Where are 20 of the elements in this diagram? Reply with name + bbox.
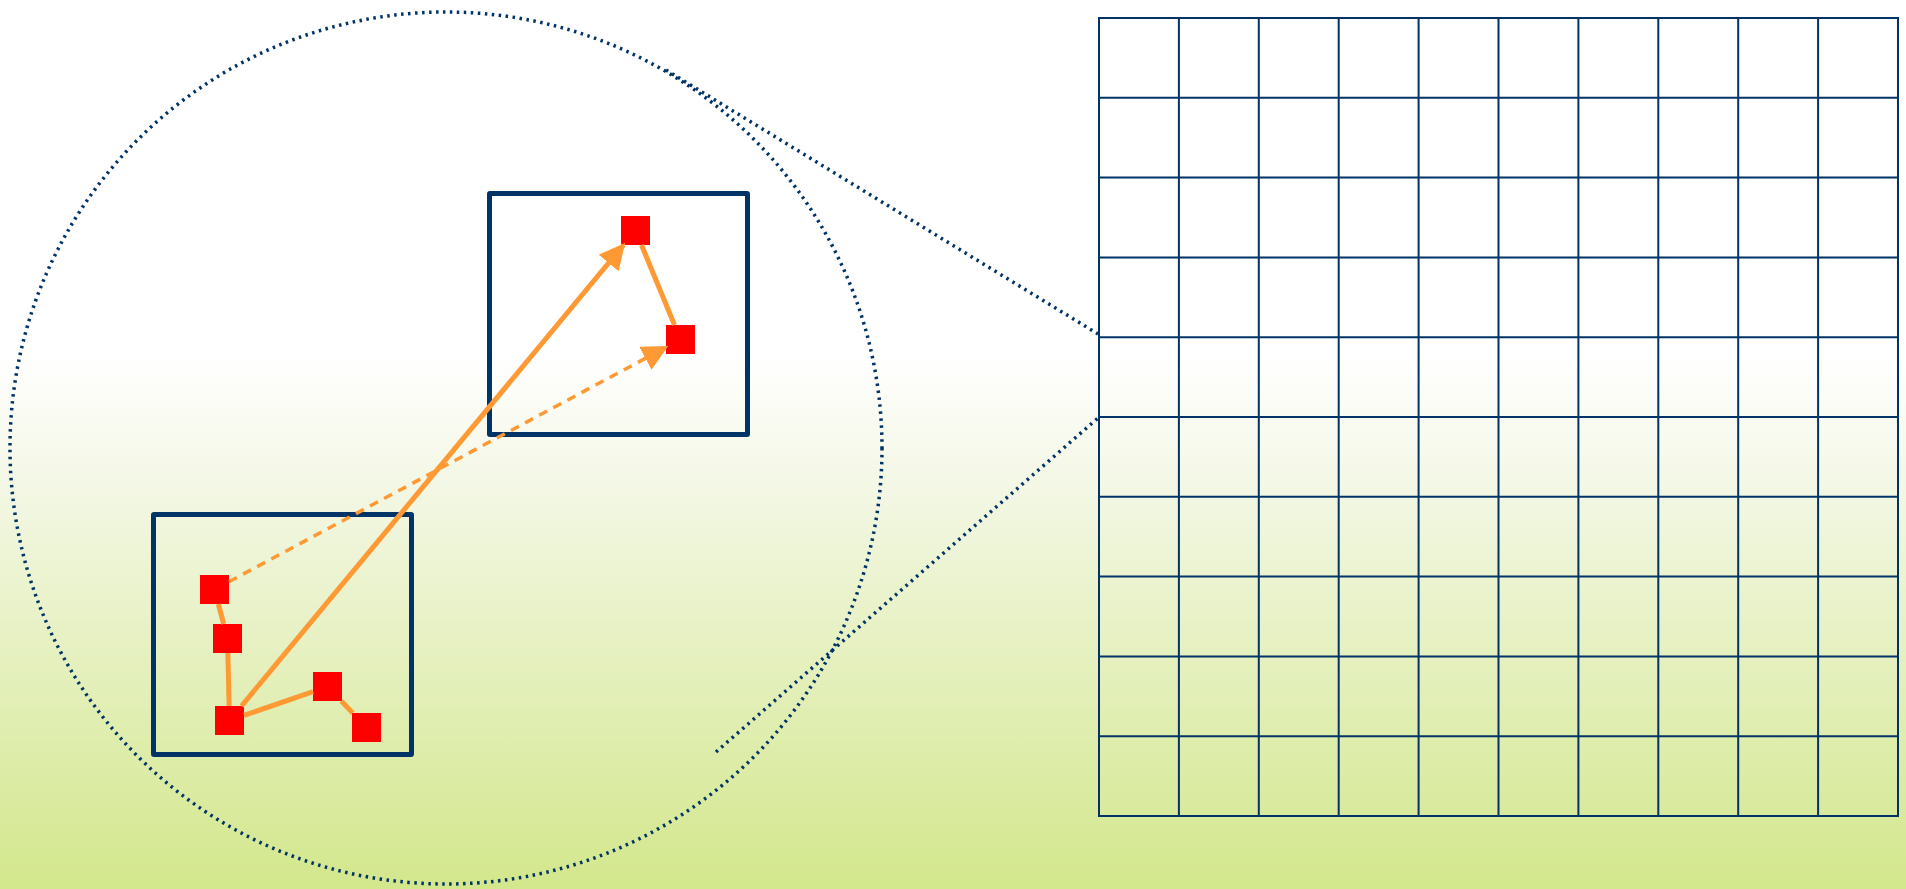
connector-line <box>225 652 232 707</box>
marker-square <box>352 713 381 742</box>
marker-square <box>666 325 695 354</box>
arrow <box>228 345 669 584</box>
projection-line <box>665 68 1099 336</box>
grid-drawing <box>1098 17 1899 817</box>
connector-line <box>639 244 677 326</box>
dotted-circle <box>8 10 884 886</box>
region-box <box>487 191 750 437</box>
connector-line <box>243 689 314 718</box>
connector-line <box>339 699 355 715</box>
projection-line <box>714 416 1100 754</box>
arrow <box>239 243 626 708</box>
region-box <box>151 512 414 757</box>
marker-square <box>215 706 244 735</box>
connector-line <box>215 603 227 625</box>
marker-square <box>213 624 242 653</box>
marker-square <box>621 216 650 245</box>
marker-square <box>200 575 229 604</box>
marker-square <box>313 672 342 701</box>
